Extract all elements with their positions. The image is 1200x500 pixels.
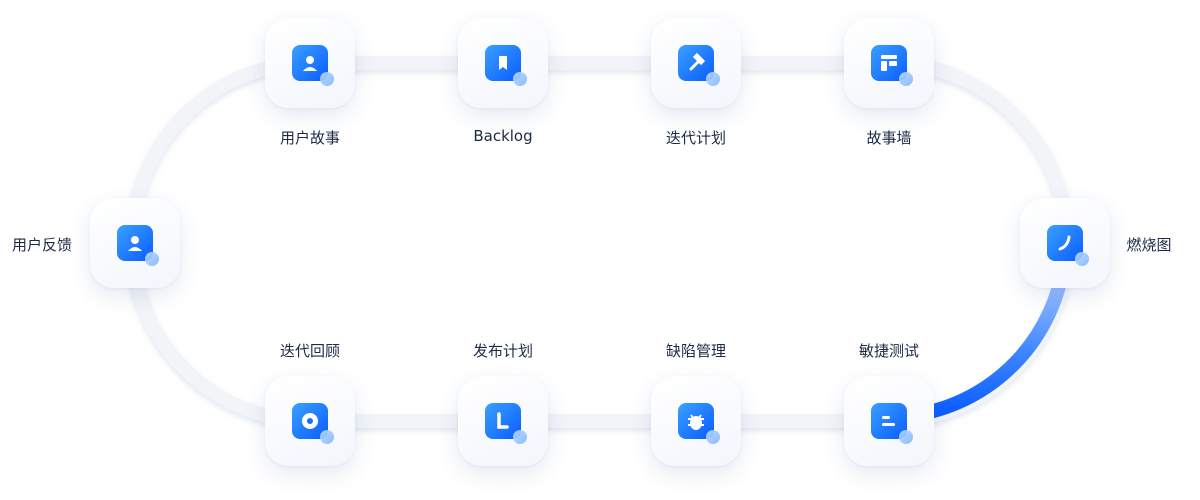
- node-card-iteration-plan[interactable]: [651, 18, 741, 108]
- node-label-iteration-review: 迭代回顾: [279, 342, 341, 360]
- node-card-backlog[interactable]: [458, 18, 548, 108]
- user-card-icon: [292, 45, 334, 86]
- node-card-user-story[interactable]: [265, 18, 355, 108]
- node-card-iteration-review[interactable]: [265, 376, 355, 466]
- node-label-story-wall: 故事墙: [866, 129, 912, 147]
- node-card-user-feedback[interactable]: [90, 198, 180, 288]
- node-card-agile-test[interactable]: [844, 376, 934, 466]
- badge-icon: [706, 72, 720, 86]
- hammer-icon: [678, 45, 720, 86]
- user-feedback-icon: [117, 225, 159, 266]
- bug-icon: [678, 403, 720, 444]
- node-card-release-plan[interactable]: [458, 376, 548, 466]
- flame-chart-icon: [1047, 225, 1089, 266]
- node-label-defect-mgmt: 缺陷管理: [665, 342, 727, 360]
- node-label-iteration-plan: 迭代计划: [665, 129, 727, 147]
- badge-icon: [899, 72, 913, 86]
- review-icon: [292, 403, 334, 444]
- node-label-backlog: Backlog: [473, 127, 533, 145]
- test-search-icon: [871, 403, 913, 444]
- board-icon: [871, 45, 913, 86]
- node-card-defect-mgmt[interactable]: [651, 376, 741, 466]
- badge-icon: [1075, 252, 1089, 266]
- badge-icon: [320, 430, 334, 444]
- badge-icon: [320, 72, 334, 86]
- node-label-burndown: 燃烧图: [1126, 236, 1172, 254]
- badge-icon: [513, 430, 527, 444]
- node-label-user-story: 用户故事: [279, 129, 341, 147]
- node-card-burndown[interactable]: [1020, 198, 1110, 288]
- node-label-release-plan: 发布计划: [472, 342, 534, 360]
- node-label-user-feedback: 用户反馈: [11, 236, 73, 254]
- bookmark-icon: [485, 45, 527, 86]
- badge-icon: [145, 252, 159, 266]
- badge-icon: [899, 430, 913, 444]
- track-highlight: [918, 261, 1071, 421]
- badge-icon: [513, 72, 527, 86]
- node-label-agile-test: 敏捷测试: [858, 342, 920, 360]
- track-loop: [125, 56, 1074, 428]
- badge-icon: [706, 430, 720, 444]
- clock-icon: [485, 403, 527, 444]
- node-card-story-wall[interactable]: [844, 18, 934, 108]
